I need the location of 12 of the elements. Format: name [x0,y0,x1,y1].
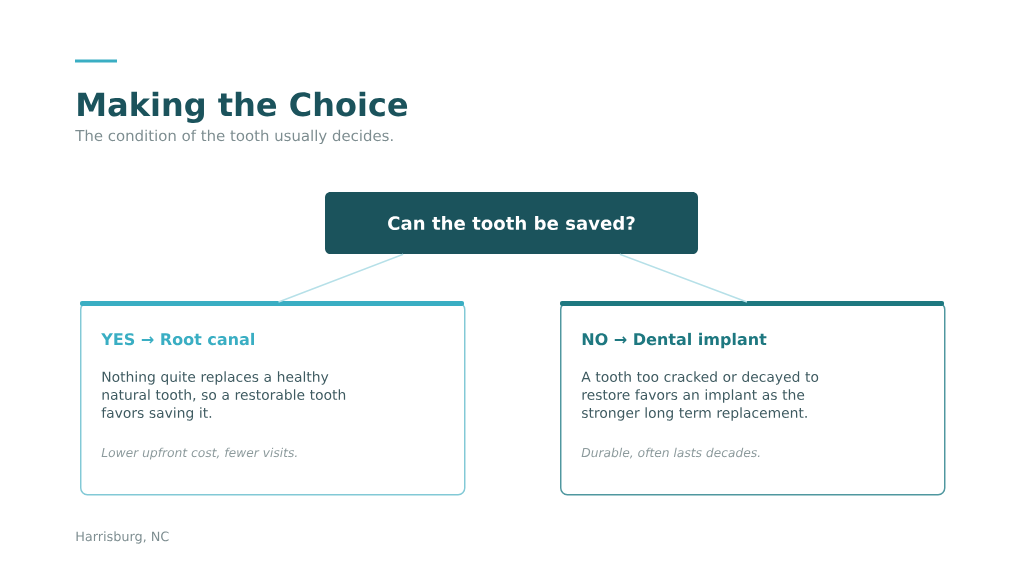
connector-line [277,253,404,303]
subtitle: The condition of the tooth usually decides. [75,129,393,145]
card-text: A tooth too cracked or decayed to restore favors an implant as the stronger long term replacement. [581,371,819,421]
card-heading: YES → Root canal [101,332,254,346]
question-box: Can the tooth be saved? [325,192,698,254]
footer-text: Harrisburg, NC [76,531,169,544]
title: Making the Choice [78,91,408,123]
connector-line [619,253,748,303]
card-text: Nothing quite replaces a healthy natural tooth, so a restorable tooth favors saving it. [101,371,346,421]
card-heading: NO → Dental implant [582,332,767,349]
card-note: Lower upfront cost, fewer visits. [101,447,297,460]
card-note: Durable, often lasts decades. [581,447,760,459]
